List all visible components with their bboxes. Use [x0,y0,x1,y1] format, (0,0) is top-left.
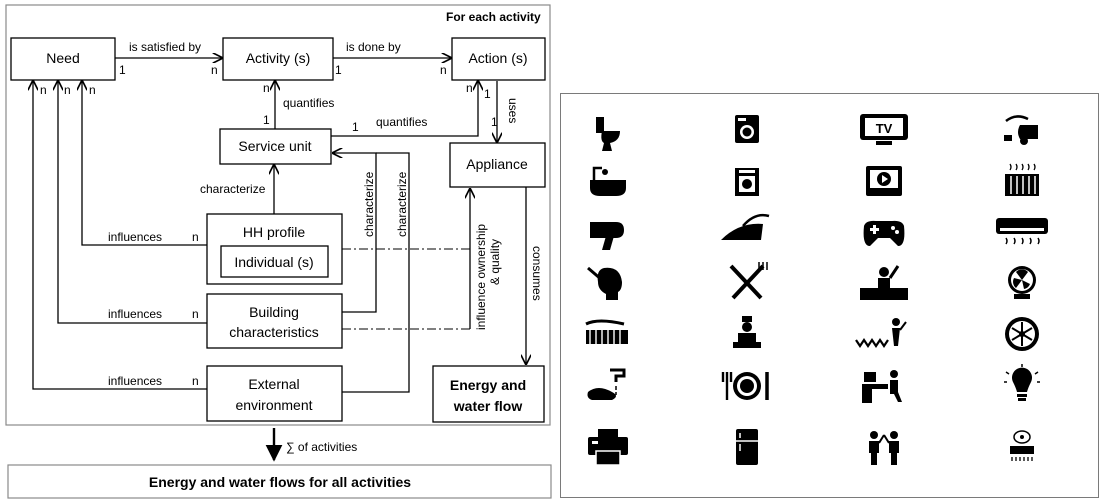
game-controller-icon [863,220,905,246]
card-action-1: 1 [484,87,491,101]
card-act-n2: n [263,81,270,95]
dryer-icon [735,168,759,196]
reading-icon [855,318,907,348]
toothbrush-icon [585,319,628,344]
svg-text:TV: TV [876,121,893,136]
action-box [451,37,546,81]
dining-icon [721,372,769,400]
service-action-arrow [331,81,478,137]
card-ext-n: n [192,374,199,388]
uses-label: uses [506,98,520,123]
is-done-by-label: is done by [346,40,401,54]
characterize-label-2: characterize [362,171,376,237]
service-unit-label: Service unit [238,138,311,154]
individual-box [220,245,329,278]
energy-flow-label-1: Energy and [450,377,526,393]
influence-ownership-label: influence ownership [474,224,488,330]
card-need-n3: n [89,83,96,97]
influences-label-3: influences [108,374,162,388]
hh-profile-label: HH profile [243,224,305,240]
radiator-icon [1005,163,1039,196]
card-hh-n: n [192,230,199,244]
card-action-n2: n [466,81,473,95]
external-service-arrow [342,152,410,393]
toilet-icon [596,117,620,151]
dj-icon [860,265,908,300]
card-bld-n: n [192,307,199,321]
ceiling-fan-icon [1005,317,1039,351]
is-satisfied-by-label: is satisfied by [129,40,201,54]
hand-washing-icon [587,368,626,400]
card-activity-1: 1 [335,63,342,77]
cutlery-icon [729,262,768,300]
card-activity-n: n [211,63,218,77]
refrigerator-icon [736,429,758,465]
energy-flow-label-2: water flow [453,398,523,414]
sum-label: ∑ of activities [286,440,357,454]
card-su-1a: 1 [263,113,270,127]
frame-title: For each activity [446,10,541,24]
external-box [206,365,343,422]
card-action-n: n [440,63,447,77]
bathtub-icon [590,166,626,196]
printer-icon [588,429,628,466]
video-player-icon [866,166,902,196]
card-app-1: 1 [491,115,498,129]
building-service-arrow [333,153,377,313]
appliance-box [449,142,546,188]
card-su-1b: 1 [352,120,359,134]
building-label-2: characteristics [229,324,318,340]
smoke-detector-icon [1010,430,1034,461]
card-need-1: 1 [119,63,126,77]
influences-label-2: influences [108,307,162,321]
quantifies-label-1: quantifies [283,96,334,110]
external-need-arrow [33,81,207,390]
building-label-1: Building [249,304,299,320]
activity-frame [5,4,551,426]
washing-machine-icon [735,115,759,143]
action-label: Action (s) [468,50,527,66]
hair-dryer-icon [590,222,624,250]
shaving-icon [587,266,622,300]
influence-quality-label: & quality [488,239,502,285]
building-box [206,293,343,349]
influences-label-1: influences [108,230,162,244]
iron-icon [721,213,770,240]
tv-icon: TV [860,114,908,145]
individual-label: Individual (s) [234,254,313,270]
air-conditioner-icon [996,218,1048,245]
external-label-1: External [248,376,299,392]
chef-icon [733,316,761,348]
appliance-icon-panel: TV [560,93,1099,498]
card-need-n2: n [64,83,71,97]
light-bulb-icon [1004,364,1040,401]
appliance-label: Appliance [466,156,528,172]
desk-work-icon [862,370,902,403]
total-label: Energy and water flows for all activitie… [149,474,411,490]
activity-model-diagram: For each activity Need Activity (s) Acti… [5,4,552,499]
activity-label: Activity (s) [246,50,311,66]
socializing-icon [869,431,899,465]
activity-box [222,37,334,81]
characterize-label-1: characterize [200,182,266,196]
total-box [7,464,552,499]
characterize-label-3: characterize [395,171,409,237]
fan-icon [1008,266,1036,299]
building-need-arrow [58,81,207,324]
vacuum-cleaner-icon [1004,115,1038,145]
consumes-label: consumes [530,246,544,301]
hh-need-arrow [82,81,207,246]
quantifies-label-2: quantifies [376,115,427,129]
need-label: Need [46,50,79,66]
energy-flow-box [432,365,545,423]
external-label-2: environment [235,397,312,413]
card-need-n1: n [40,83,47,97]
